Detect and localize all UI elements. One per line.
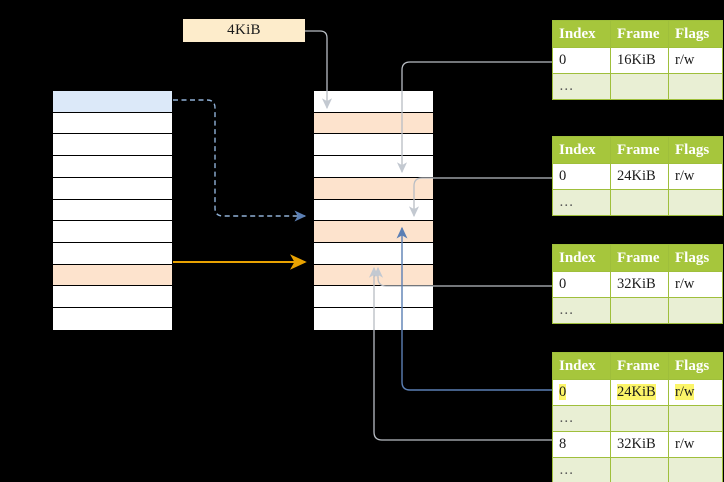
table-row: …	[552, 405, 723, 432]
physical-frame-cell-0	[314, 91, 433, 113]
cell-frame	[610, 189, 669, 216]
cell-index: …	[552, 73, 611, 100]
cell-flags: r/w	[668, 47, 723, 74]
cell-frame: 32KiB	[610, 271, 669, 298]
virtual-page-cell-2	[53, 134, 172, 157]
column-header-index: Index	[552, 20, 611, 48]
highlighted-value: 24KiB	[617, 384, 656, 400]
physical-frame-cell-6	[314, 221, 433, 244]
cell-index: 0	[552, 47, 611, 74]
virtual-page-cell-7	[53, 243, 172, 265]
cell-frame	[610, 405, 669, 432]
column-header-frame: Frame	[610, 20, 669, 48]
column-header-flags: Flags	[668, 20, 723, 48]
highlighted-value: 0	[559, 384, 567, 400]
cell-index: …	[552, 189, 611, 216]
cell-flags	[668, 457, 723, 482]
cell-flags: r/w	[668, 163, 723, 190]
virtual-page-cell-9	[53, 286, 172, 309]
column-header-flags: Flags	[668, 244, 723, 272]
column-header-flags: Flags	[668, 136, 723, 164]
virtual-page-cell-4	[53, 177, 172, 200]
cell-frame: 24KiB	[610, 379, 669, 406]
virtual-page-cell-5	[53, 199, 172, 222]
cell-index: 0	[552, 163, 611, 190]
physical-memory-column	[313, 90, 434, 331]
table-row: 0 24KiB r/w	[552, 379, 723, 406]
cell-flags	[668, 73, 723, 100]
column-header-flags: Flags	[668, 352, 723, 380]
cell-flags: r/w	[668, 271, 723, 298]
highlighted-value: r/w	[675, 384, 695, 400]
physical-frame-cell-9	[314, 286, 433, 309]
virtual-page-cell-3	[53, 156, 172, 178]
cell-index: 0	[552, 379, 611, 406]
cell-index: …	[552, 405, 611, 432]
physical-frame-cell-2	[314, 134, 433, 157]
virtual-page-cell-0	[53, 91, 172, 113]
virtual-page-cell-6	[53, 221, 172, 244]
physical-frame-cell-8	[314, 264, 433, 287]
cell-frame: 32KiB	[610, 431, 669, 458]
physical-frame-cell-10	[314, 308, 433, 330]
cell-flags: r/w	[668, 379, 723, 406]
cell-index: 8	[552, 431, 611, 458]
virtual-address-space-column	[52, 90, 173, 331]
column-header-frame: Frame	[610, 244, 669, 272]
column-header-frame: Frame	[610, 136, 669, 164]
cell-flags: r/w	[668, 431, 723, 458]
physical-frame-cell-4	[314, 177, 433, 200]
table-row: …	[552, 457, 723, 482]
virtual-page-cell-1	[53, 112, 172, 135]
cell-flags	[668, 297, 723, 324]
physical-frame-cell-5	[314, 199, 433, 222]
cell-flags	[668, 189, 723, 216]
column-header-index: Index	[552, 136, 611, 164]
virtual-page-cell-8	[53, 264, 172, 287]
column-header-index: Index	[552, 352, 611, 380]
virtual-page-cell-10	[53, 308, 172, 330]
cell-frame: 24KiB	[610, 163, 669, 190]
column-header-index: Index	[552, 244, 611, 272]
table-row: …	[552, 189, 723, 216]
cell-frame	[610, 73, 669, 100]
cell-index: …	[552, 457, 611, 482]
cell-frame	[610, 297, 669, 324]
cell-frame	[610, 457, 669, 482]
size-label: 4KiB	[183, 19, 305, 42]
physical-frame-cell-7	[314, 243, 433, 265]
physical-frame-cell-3	[314, 156, 433, 178]
column-header-frame: Frame	[610, 352, 669, 380]
cell-frame: 16KiB	[610, 47, 669, 74]
cell-index: …	[552, 297, 611, 324]
physical-frame-cell-1	[314, 112, 433, 135]
table-row: …	[552, 73, 723, 100]
cell-index: 0	[552, 271, 611, 298]
table-row: …	[552, 297, 723, 324]
cell-flags	[668, 405, 723, 432]
